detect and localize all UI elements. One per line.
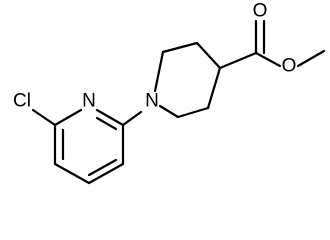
- bond-npy-c2-double: [95, 116, 118, 131]
- atom-label-cl: Cl: [13, 91, 31, 112]
- atom-labels: Cl N N O O: [13, 1, 296, 112]
- molecule-structure: Cl N N O O: [13, 1, 326, 185]
- bond-cd-npip: [158, 104, 180, 119]
- atom-label-o-ester: O: [282, 56, 297, 77]
- bond-npy-c2: [95, 108, 125, 127]
- bond-c6-npy: [53, 108, 83, 127]
- bond-c2-npip: [121, 110, 143, 127]
- bonds: [31, 19, 326, 185]
- bond-c4-cc: [206, 66, 222, 110]
- bond-ca-cb: [161, 41, 199, 54]
- bond-c4-c5: [53, 162, 91, 185]
- bond-c3-c4-double: [87, 158, 118, 177]
- bond-cb-c4: [195, 41, 222, 70]
- bond-c4-ccarbonyl: [218, 51, 258, 70]
- bond-ccarbonyl-oester: [254, 51, 282, 68]
- atom-label-n-pyridine: N: [82, 91, 96, 112]
- bond-cc-cd: [176, 106, 210, 119]
- atom-label-o-carbonyl: O: [253, 1, 268, 22]
- bond-cl-c: [31, 108, 57, 127]
- atom-label-n-piperidine: N: [145, 91, 159, 112]
- bond-npip-ca: [153, 50, 165, 93]
- bond-oester-methyl: [296, 49, 326, 68]
- bond-c3-c4: [87, 162, 125, 185]
